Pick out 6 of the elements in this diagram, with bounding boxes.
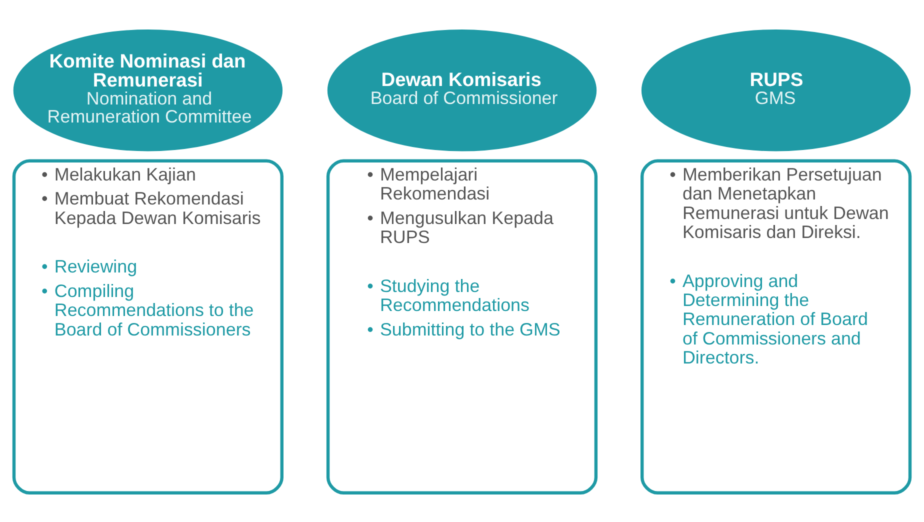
node-ellipse: Dewan Komisaris Board of Commissioner: [327, 28, 597, 151]
node-box: • Melakukan Kajian • Membuat Rekomendasi Kepada Dewan Komisaris • Reviewing • Compiling Recommendations to the Board of Commissioners: [12, 158, 284, 494]
node-ellipse: Komite Nominasi dan Remunerasi Nomination and Remuneration Committee: [13, 28, 283, 151]
node-box: • Mempelajari Rekomendasi • Mengusulkan Kepada RUPS • Studying the Recommendations • Submitting to the GMS: [326, 158, 598, 494]
node-ellipse: RUPS GMS: [641, 28, 911, 151]
node-box: • Memberikan Persetujuan dan Menetapkan Remunerasi untuk Dewan Komisaris dan Direksi. • Approving and Determining the Remuneration of Board of Commissioners and Directors.: [640, 158, 912, 494]
